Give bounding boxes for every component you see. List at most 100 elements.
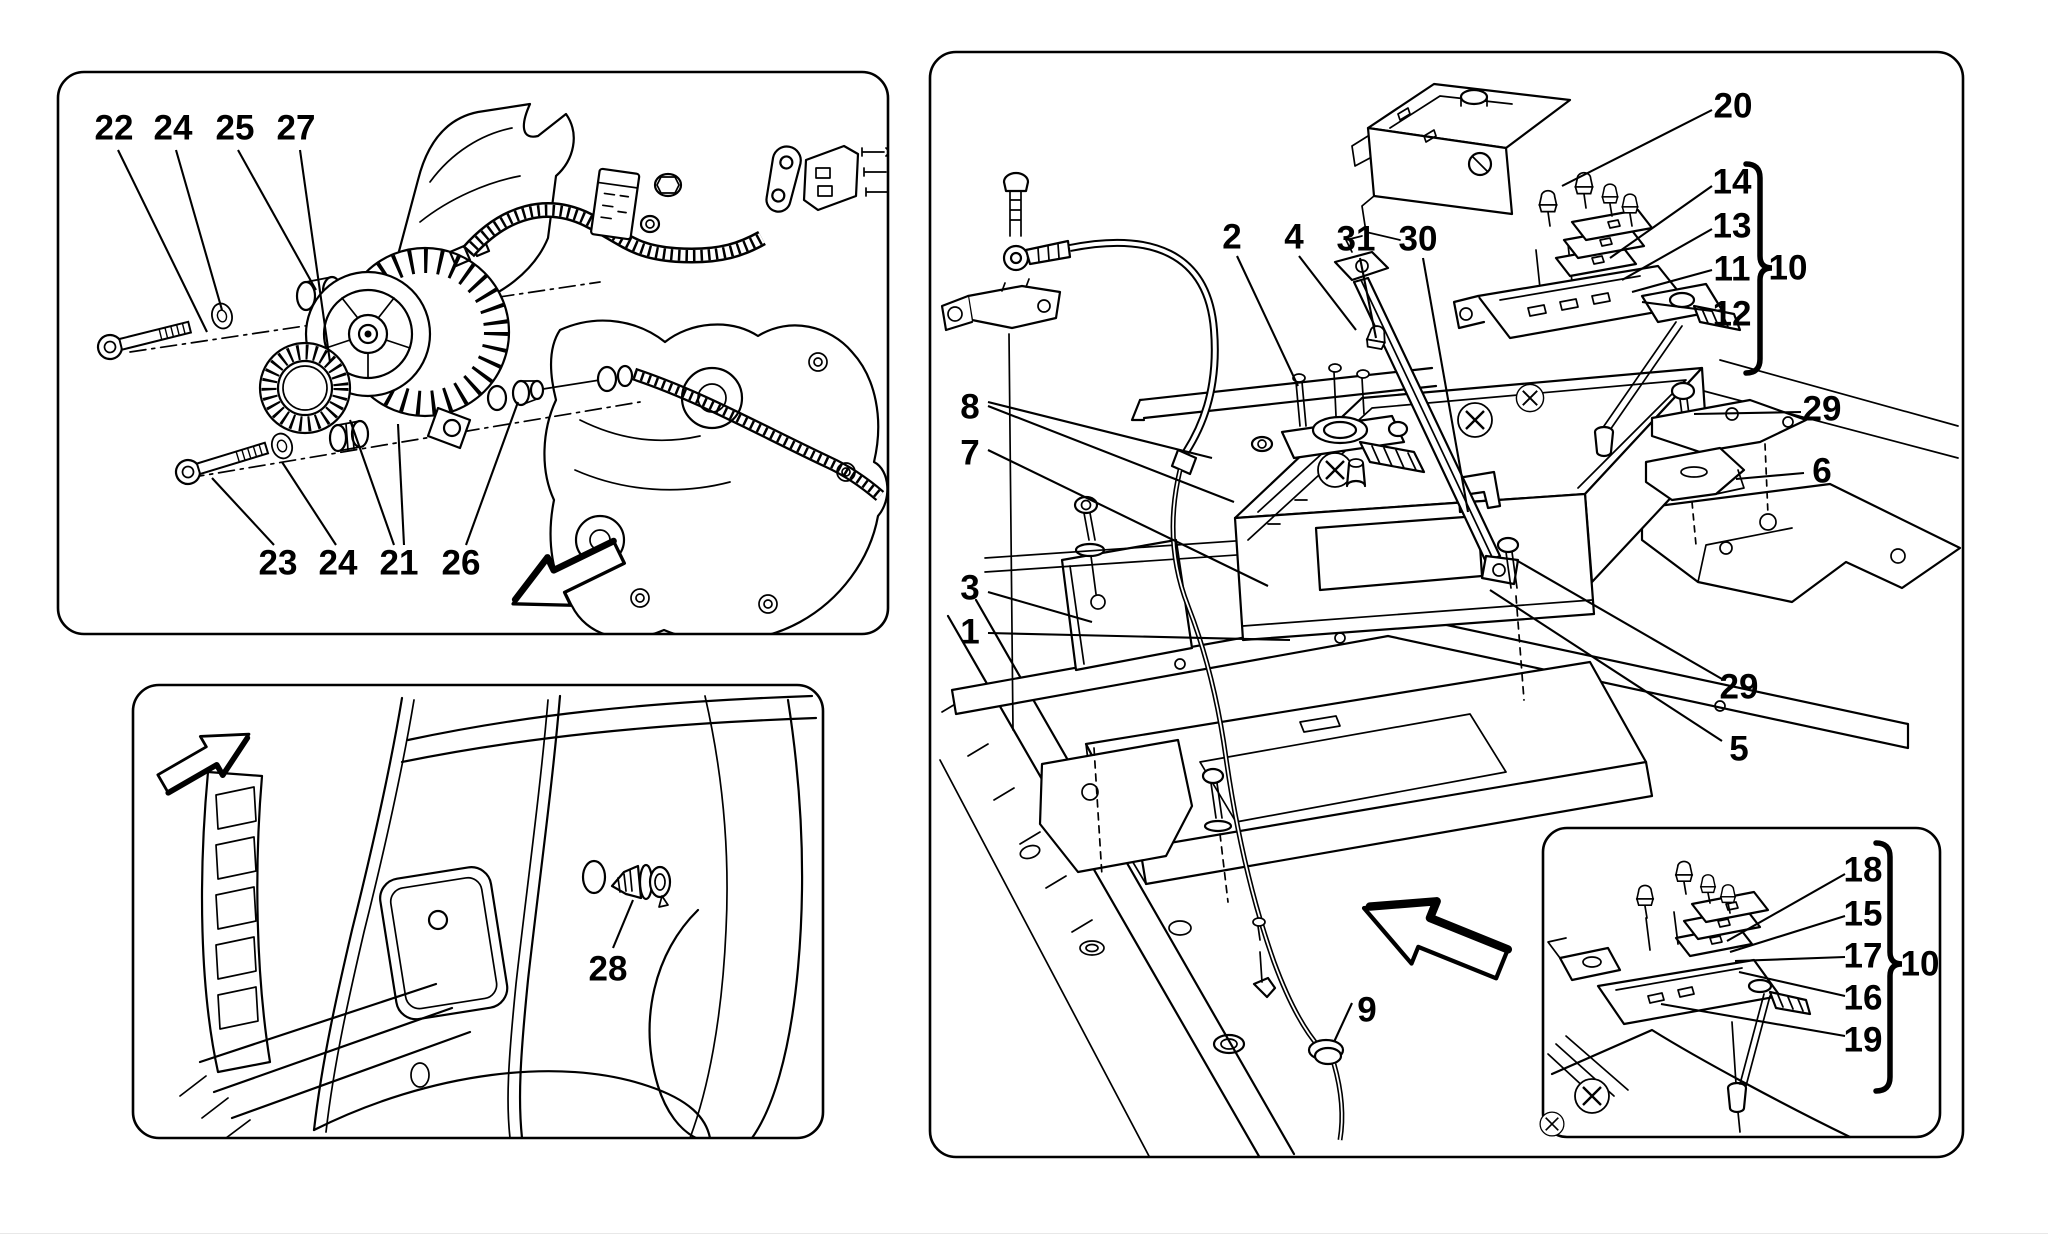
floor-lines	[939, 359, 1959, 1157]
battery	[984, 366, 1710, 642]
leader-line-5	[1489, 589, 1723, 742]
callout-7: 7	[960, 434, 979, 473]
beam-end-plate	[1038, 738, 1194, 877]
leader-line-19	[1660, 1002, 1846, 1038]
callout-25: 25	[216, 109, 255, 148]
lower-axis-line	[187, 401, 641, 479]
small-oval-hole	[410, 1062, 430, 1088]
callout-27: 27	[277, 109, 316, 148]
upper-axis-line	[129, 281, 601, 353]
leader-line-31	[1358, 257, 1378, 339]
nut-26	[486, 364, 634, 412]
leader-line-30	[1421, 257, 1470, 513]
callout-28: 28	[589, 950, 628, 989]
callout-15: 15	[1844, 895, 1883, 934]
leader-line-24	[281, 461, 337, 546]
callout-5: 5	[1729, 730, 1748, 769]
leader-line-14	[1609, 185, 1713, 259]
body-side-drawing	[179, 694, 818, 1138]
leader-line-12	[1641, 300, 1713, 313]
hex-nut-upper	[639, 172, 683, 234]
callout-13: 13	[1713, 207, 1752, 246]
leader-line-22	[117, 149, 208, 333]
callout-17: 17	[1844, 937, 1883, 976]
leader-line-11	[1631, 268, 1713, 294]
clamp-plate-6	[1644, 443, 1769, 546]
callout-6: 6	[1812, 452, 1831, 491]
alternator-exploded-drawing	[94, 102, 888, 634]
callout-16: 16	[1844, 979, 1883, 1018]
link-plate	[765, 145, 802, 213]
leader-line-9	[1333, 1002, 1353, 1043]
callout-18: 18	[1844, 851, 1883, 890]
tray-bracket-5	[1640, 482, 1962, 604]
leader-line-6	[1735, 471, 1805, 481]
tray-bolt-lower	[1201, 767, 1233, 903]
leader-line-8	[987, 405, 1235, 503]
callout-1: 1	[960, 613, 979, 652]
sensor-plug-28	[610, 863, 672, 908]
inset-battery-corner	[1539, 1021, 1852, 1139]
fuse-group-brace-inset	[1873, 840, 1903, 1094]
callout-20: 20	[1714, 87, 1753, 126]
callout-30: 30	[1399, 220, 1438, 259]
access-hole	[379, 866, 509, 1021]
group-braces	[1743, 161, 1903, 1094]
callout-22: 22	[95, 109, 134, 148]
callout-3: 3	[960, 569, 979, 608]
leader-line-3	[987, 590, 1093, 624]
mount-bracket-screws	[802, 144, 888, 212]
callout-2: 2	[1222, 218, 1241, 257]
relay-cover-20	[1351, 82, 1572, 241]
leader-line-18	[1726, 873, 1846, 942]
leader-line-27	[298, 149, 332, 363]
callout-11: 11	[1714, 250, 1751, 289]
inset-fuse-assembly-10	[1547, 860, 1812, 1087]
callout-10: 10	[1901, 945, 1940, 984]
panel-hole	[427, 909, 449, 931]
leader-line-28	[612, 899, 634, 949]
positive-terminal-clamp-2	[1250, 363, 1426, 474]
callout-12: 12	[1713, 295, 1752, 334]
callout-4: 4	[1284, 218, 1304, 257]
leader-line-24	[174, 149, 224, 311]
fuse-group-brace-main	[1743, 161, 1773, 376]
callout-8: 8	[960, 388, 979, 427]
leader-line-29	[1515, 559, 1723, 680]
callout-21: 21	[380, 544, 419, 583]
leader-line-16	[1738, 970, 1846, 998]
leader-line-4	[1298, 255, 1357, 331]
leader-line-7	[987, 449, 1269, 587]
callout-31: 31	[1337, 220, 1376, 259]
bushing-lower	[328, 419, 370, 453]
battery-assembly-drawing	[939, 82, 1962, 1157]
leader-line-2	[1236, 255, 1299, 387]
leader-line-23	[211, 477, 275, 546]
leader-line-1	[987, 631, 1291, 642]
engine-block	[543, 319, 888, 634]
grommet-hole	[581, 859, 607, 895]
terminal-inset-drawing	[1539, 860, 1852, 1139]
sensor-cable-9	[1170, 469, 1345, 1141]
callout-19: 19	[1844, 1021, 1883, 1060]
leader-line-25	[237, 149, 317, 291]
callout-24: 24	[319, 544, 358, 583]
callout-10: 10	[1769, 249, 1808, 288]
quarter-panel-lines	[179, 694, 818, 1138]
callout-26: 26	[442, 544, 481, 583]
callout-14: 14	[1713, 163, 1752, 202]
ground-cable-8	[940, 171, 1219, 476]
callout-23: 23	[259, 544, 298, 583]
pulley-27	[258, 341, 352, 435]
leader-line-13	[1621, 228, 1713, 281]
callout-29: 29	[1803, 390, 1842, 429]
vent-slats	[200, 770, 272, 1074]
leader-line-21	[349, 419, 395, 546]
leader-line-15	[1729, 914, 1846, 954]
battery-stud-cap	[1593, 425, 1615, 458]
leader-line-17	[1734, 955, 1846, 963]
fuse-stud-rod	[1603, 321, 1683, 431]
